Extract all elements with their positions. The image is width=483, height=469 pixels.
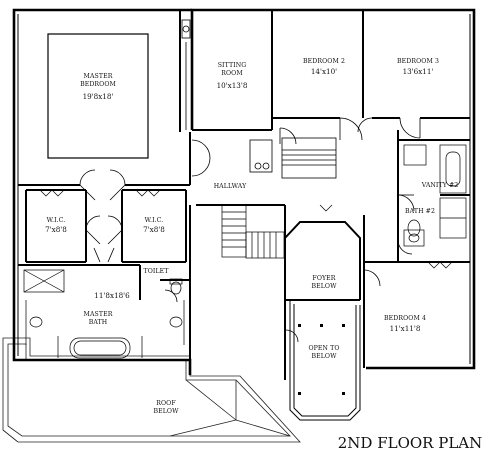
master-bedroom-name-2: BEDROOM bbox=[80, 81, 116, 88]
bedroom4-size: 11'x11'8 bbox=[390, 324, 421, 333]
bedroom3-name: BEDROOM 3 bbox=[397, 58, 439, 65]
open-to-below-name-1: OPEN TO bbox=[308, 345, 339, 352]
closet-bifold-doors bbox=[39, 189, 453, 269]
master-bedroom-rug bbox=[47, 33, 149, 159]
vanity2-label: VANITY #2 bbox=[421, 182, 459, 189]
foyer-name-2: BELOW bbox=[311, 283, 337, 290]
wic-left-name: W.I.C. bbox=[47, 217, 66, 224]
bedroom4-name: BEDROOM 4 bbox=[384, 315, 426, 322]
sitting-room-name-1: SITTING bbox=[218, 62, 247, 69]
open-to-below-name-2: BELOW bbox=[311, 353, 337, 360]
hallway-label: HALLWAY bbox=[214, 183, 247, 190]
foyer-below-label: FOYER BELOW bbox=[311, 275, 337, 290]
roof-below-label: ROOF BELOW bbox=[153, 400, 179, 415]
toilet-label: TOILET bbox=[144, 268, 170, 275]
bedroom4-label: BEDROOM 4 11'x11'8 bbox=[384, 315, 426, 333]
sitting-room-name-2: ROOM bbox=[221, 70, 243, 77]
master-bath-label: 11'8x18'6 MASTER BATH bbox=[84, 291, 131, 326]
master-bath-fixtures bbox=[23, 269, 185, 359]
bedroom2-label: BEDROOM 2 14'x10' bbox=[303, 58, 345, 76]
roof-below-name-2: BELOW bbox=[153, 408, 179, 415]
bath2-label: BATH #2 bbox=[405, 208, 435, 215]
bedroom2-size: 14'x10' bbox=[311, 67, 337, 76]
exterior-walls bbox=[12, 8, 476, 375]
bedroom3-label: BEDROOM 3 13'6x11' bbox=[397, 58, 439, 76]
open-to-below-bay bbox=[289, 300, 361, 421]
plan-title: 2ND FLOOR PLAN bbox=[338, 434, 483, 452]
open-to-below-label: OPEN TO BELOW bbox=[308, 345, 339, 360]
hallway-closets bbox=[249, 137, 337, 179]
master-bedroom-label: MASTER BEDROOM 19'8x18' bbox=[80, 73, 116, 101]
wic-right-name: W.I.C. bbox=[145, 217, 164, 224]
sitting-room-windows bbox=[181, 19, 191, 130]
sitting-room-size: 10'x13'8 bbox=[217, 81, 248, 90]
master-bath-name-2: BATH bbox=[89, 319, 108, 326]
master-bedroom-size: 19'8x18' bbox=[83, 92, 114, 101]
sitting-room-label: SITTING ROOM 10'x13'8 bbox=[217, 62, 248, 90]
wic-right-size: 7'x8'8 bbox=[143, 225, 165, 234]
wic-right-label: W.I.C. 7'x8'8 bbox=[143, 217, 165, 234]
bedroom2-name: BEDROOM 2 bbox=[303, 58, 345, 65]
staircase bbox=[221, 204, 285, 259]
bedroom3-size: 13'6x11' bbox=[403, 67, 434, 76]
door-swings bbox=[79, 117, 421, 343]
roof-below-area bbox=[2, 337, 301, 443]
foyer-name-1: FOYER bbox=[312, 275, 335, 282]
roof-below-name-1: ROOF bbox=[156, 400, 176, 407]
master-bath-size: 11'8x18'6 bbox=[94, 291, 130, 300]
master-bath-name-1: MASTER bbox=[84, 311, 113, 318]
bath2-fixtures bbox=[403, 144, 467, 247]
wic-left-label: W.I.C. 7'x8'8 bbox=[45, 217, 67, 234]
interior-walls bbox=[18, 10, 470, 380]
column-markers bbox=[298, 324, 345, 395]
master-bedroom-name-1: MASTER bbox=[84, 73, 113, 80]
wic-left-size: 7'x8'8 bbox=[45, 225, 67, 234]
